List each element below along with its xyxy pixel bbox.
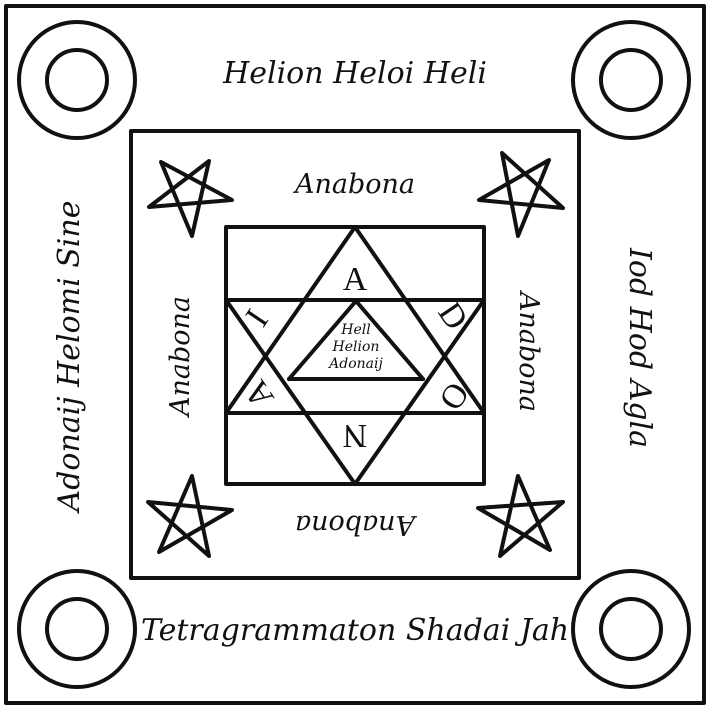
hexagram-letter-bottom: N <box>343 417 368 454</box>
pentagram-icon-top-left <box>147 159 234 238</box>
center-text-line-1: Hell <box>340 322 370 338</box>
circle-icon <box>571 20 691 140</box>
outer-text-left: Adonaij Helomi Sine <box>52 201 87 515</box>
middle-text-top: Anabona <box>292 169 415 200</box>
middle-text-right: Anabona <box>513 289 544 412</box>
corner-circle-bottom-right <box>571 569 691 689</box>
circle-icon <box>599 597 663 661</box>
center-text-line-2: Helion <box>332 339 380 355</box>
circle-icon <box>17 569 137 689</box>
circle-icon <box>599 48 663 112</box>
corner-circle-top-left <box>17 20 137 140</box>
middle-text-left: Anabona <box>165 296 196 419</box>
hexagram-letter-lower-left: A <box>237 373 282 414</box>
corner-circle-top-right <box>571 20 691 140</box>
hexagram-letter-lower-right: O <box>432 375 476 416</box>
circle-icon <box>571 569 691 689</box>
outer-frame <box>4 4 706 705</box>
circle-icon <box>17 20 137 140</box>
outer-text-top: Helion Heloi Heli <box>222 56 487 91</box>
pentagram-icon-top-right <box>477 151 565 238</box>
pentagram-icon-bottom-right <box>476 474 565 558</box>
outer-text-bottom: Tetragrammaton Shadai Jah <box>141 613 569 648</box>
middle-frame <box>129 129 581 580</box>
center-text-line-3: Adonaij <box>327 356 383 372</box>
outer-text-right: Iod Hod Agla <box>622 247 657 448</box>
hexagram-letter-top: A <box>343 261 368 298</box>
circle-icon <box>45 597 109 661</box>
circle-icon <box>45 48 109 112</box>
hexagram-icon <box>224 225 486 486</box>
corner-circle-bottom-left <box>17 569 137 689</box>
pentagram-icon-bottom-left <box>146 474 234 558</box>
middle-text-bottom: Anabona <box>295 509 418 540</box>
